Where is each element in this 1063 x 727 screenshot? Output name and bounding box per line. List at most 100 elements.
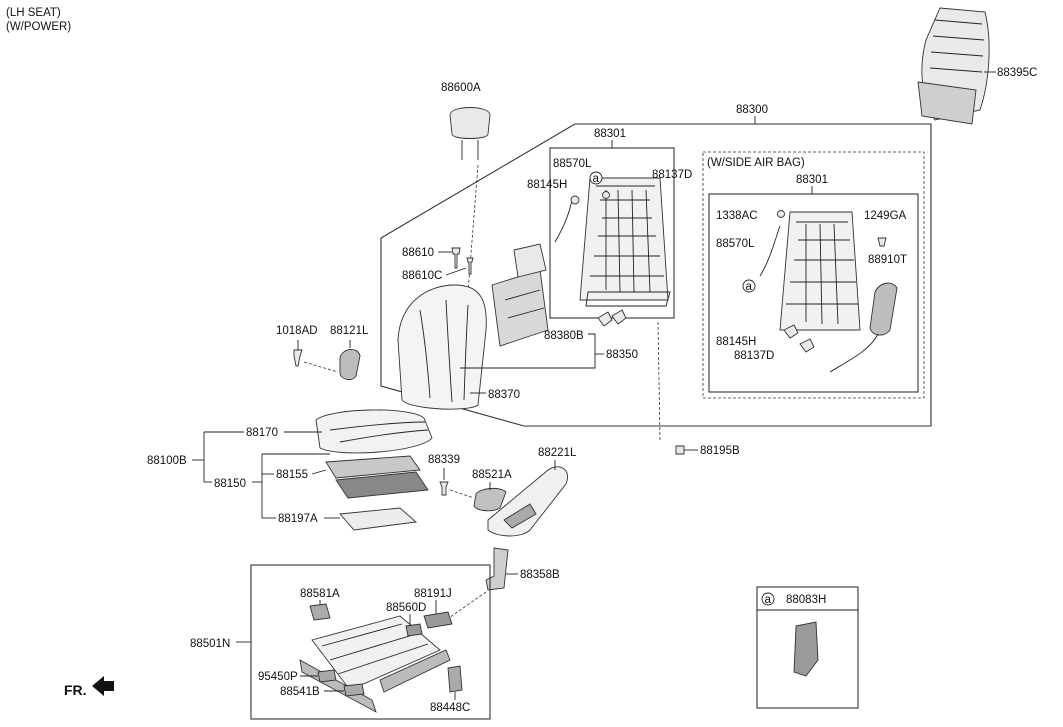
side-shield-cutout (503, 503, 537, 529)
label-88137D-airbag[interactable]: 88137D (734, 350, 774, 362)
motor-88581A (309, 603, 331, 621)
label-1018AD[interactable]: 1018AD (276, 325, 318, 337)
label-88100B[interactable]: 88100B (147, 455, 187, 467)
dash-88358B (445, 591, 487, 621)
airbag-harness (829, 333, 879, 373)
label-95450P[interactable]: 95450P (258, 671, 298, 683)
seat-back-cover-seams (419, 299, 469, 403)
clip-88570L (602, 191, 610, 199)
leader-88155b (311, 469, 327, 475)
back-pad-88380B (491, 269, 549, 347)
label-88448C[interactable]: 88448C (430, 702, 470, 714)
label-88301-airbag[interactable]: 88301 (796, 174, 828, 186)
label-88610C[interactable]: 88610C (402, 270, 442, 282)
seat-track-frame-part (299, 615, 451, 713)
sensor-88560D (405, 623, 423, 637)
part-88541B (343, 683, 365, 697)
label-88380B[interactable]: 88380B (544, 330, 584, 342)
fastener-88195B (675, 445, 685, 455)
label-88610[interactable]: 88610 (402, 247, 434, 259)
clip-88145H (570, 195, 580, 205)
bolt-1249GA (877, 237, 887, 247)
front-arrow-icon (92, 676, 114, 696)
fastener-1338AC (777, 210, 785, 218)
label-88541B[interactable]: 88541B (280, 686, 320, 698)
side-airbag-box-label: (W/SIDE AIR BAG) (707, 157, 805, 169)
bracket-pair (597, 309, 627, 327)
bracket-88350 (460, 333, 596, 369)
switch-88521A (473, 487, 507, 512)
seat-back-assembly-frame (380, 123, 932, 427)
cushion-cover-88170 (315, 409, 433, 454)
screw-88339 (439, 481, 449, 496)
seat-back-cover (397, 284, 487, 410)
label-88581A[interactable]: 88581A (300, 588, 340, 600)
label-88155[interactable]: 88155 (276, 469, 308, 481)
label-88137D[interactable]: 88137D (652, 169, 692, 181)
label-88560D[interactable]: 88560D (386, 602, 426, 614)
legend-part[interactable]: 88083H (786, 594, 826, 606)
screw-1018AD (293, 349, 303, 367)
header-line-1: (LH SEAT) (6, 7, 61, 19)
label-88300[interactable]: 88300 (736, 104, 768, 116)
back-pad-top (513, 243, 547, 278)
back-cover-88395C (917, 7, 990, 125)
callout-a: a (593, 173, 600, 185)
unit-95450P (317, 669, 337, 683)
callout-a-circle-airbag (742, 279, 756, 293)
label-88170[interactable]: 88170 (246, 427, 278, 439)
cushion-cover-seams (329, 421, 429, 443)
label-88150[interactable]: 88150 (214, 478, 246, 490)
label-88358B[interactable]: 88358B (520, 569, 560, 581)
motor-88448C (447, 665, 463, 693)
wire-harness-88570L-airbag (759, 225, 781, 277)
label-88191J[interactable]: 88191J (414, 588, 452, 600)
label-88501N[interactable]: 88501N (190, 638, 230, 650)
label-88197A[interactable]: 88197A (278, 513, 318, 525)
label-88301[interactable]: 88301 (594, 128, 626, 140)
side-airbag-box (702, 151, 925, 399)
label-88521A[interactable]: 88521A (472, 469, 512, 481)
module-88191J (423, 611, 453, 629)
dash-1018AD (303, 361, 339, 373)
front-label: FR. (64, 682, 87, 698)
cushion-heater-layer (335, 471, 429, 499)
airbag-seat-back-frame-part (779, 211, 861, 331)
legend-symbol: a (765, 594, 772, 606)
label-88221L[interactable]: 88221L (538, 447, 577, 459)
legend-part-88083H-drawing (793, 621, 819, 677)
label-88600A[interactable]: 88600A (441, 82, 481, 94)
label-1249GA[interactable]: 1249GA (864, 210, 907, 222)
label-88395C[interactable]: 88395C (997, 67, 1037, 79)
wire-harness-88570L (554, 199, 573, 243)
headrest-guide-88610C (466, 257, 474, 275)
dash-88339 (449, 489, 475, 499)
headrest-guide-88610 (451, 247, 461, 269)
label-88910T[interactable]: 88910T (868, 254, 907, 266)
dash-88195B (657, 321, 661, 441)
harness-88358B (485, 547, 509, 591)
label-88350[interactable]: 88350 (606, 349, 638, 361)
label-88370[interactable]: 88370 (488, 389, 520, 401)
label-88145H[interactable]: 88145H (527, 179, 567, 191)
seat-back-frame-part (579, 177, 671, 307)
label-88570L[interactable]: 88570L (553, 158, 592, 170)
cushion-mat-88197A (339, 507, 418, 531)
lever-88121L (339, 349, 361, 381)
brackets-airbag (783, 324, 815, 353)
callout-a-airbag: a (746, 281, 753, 293)
frame-subbox-88301-airbag (708, 193, 919, 393)
label-88195B[interactable]: 88195B (700, 445, 740, 457)
label-88145H-airbag[interactable]: 88145H (716, 336, 756, 348)
label-88339[interactable]: 88339 (428, 454, 460, 466)
callout-a-circle (589, 171, 603, 185)
label-88121L[interactable]: 88121L (330, 325, 369, 337)
back-pad-stripes (504, 289, 545, 319)
leader-88610C (445, 267, 467, 276)
side-airbag-module-88910T (869, 282, 898, 336)
label-88570L-airbag[interactable]: 88570L (716, 238, 755, 250)
label-1338AC[interactable]: 1338AC (716, 210, 758, 222)
headrest-88600A (449, 107, 491, 139)
